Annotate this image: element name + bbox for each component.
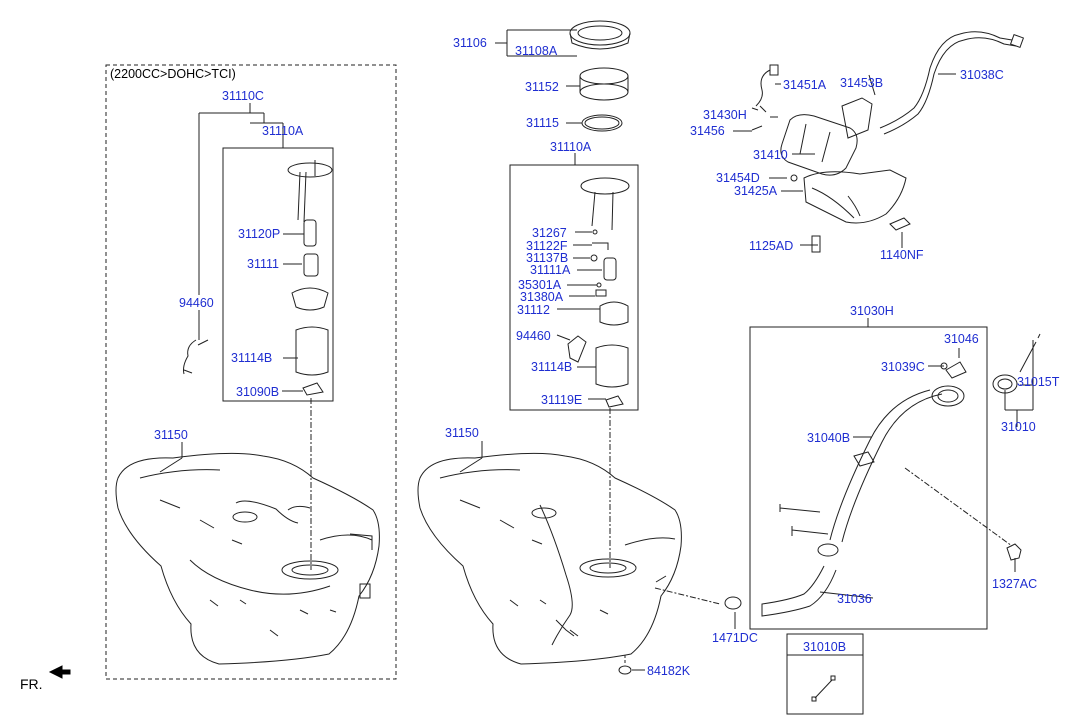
part-label-31456[interactable]: 31456	[690, 124, 725, 138]
part-label-31119E[interactable]: 31119E	[541, 393, 583, 407]
part-label-31039C[interactable]: 31039C	[881, 360, 925, 374]
part-label-1140NF[interactable]: 1140NF	[880, 248, 924, 262]
part-label-31106[interactable]: 31106	[453, 36, 487, 50]
part-label-31454D[interactable]: 31454D	[716, 171, 760, 185]
filler-leader-lines	[819, 318, 1034, 599]
part-label-31150-left[interactable]: 31150	[154, 428, 188, 442]
center-top-parts	[569, 20, 631, 132]
kit-wire	[811, 675, 836, 702]
part-label-31111[interactable]: 31111	[247, 257, 279, 271]
part-label-31267[interactable]: 31267	[532, 226, 567, 240]
part-label-31112[interactable]: 31112	[517, 303, 550, 317]
part-label-31152[interactable]: 31152	[525, 80, 559, 94]
part-label-31111A[interactable]: 31111A	[530, 263, 571, 277]
center-module-box	[509, 164, 639, 411]
center-pump-parts	[567, 177, 630, 408]
part-label-31120P[interactable]: 31120P	[238, 227, 281, 241]
part-label-31380A[interactable]: 31380A	[520, 290, 564, 304]
part-label-31150-center[interactable]: 31150	[445, 426, 479, 440]
part-label-31036[interactable]: 31036	[837, 592, 872, 606]
part-label-31430H[interactable]: 31430H	[703, 108, 747, 122]
canister-leader-lines	[733, 73, 956, 248]
kit-box	[786, 633, 864, 715]
left-module-box	[222, 147, 334, 402]
left-leader-lines	[159, 103, 312, 570]
variant-note: (2200CC>DOHC>TCI)	[110, 67, 236, 81]
center-leader-lines	[459, 29, 736, 671]
part-label-31410[interactable]: 31410	[753, 148, 788, 162]
part-label-31015T[interactable]: 31015T	[1017, 375, 1060, 389]
part-label-31451A[interactable]: 31451A	[783, 78, 827, 92]
part-label-31108A[interactable]: 31108A	[515, 44, 558, 58]
variant-frame	[105, 64, 397, 680]
part-label-94460-left[interactable]: 94460	[179, 296, 214, 310]
part-label-31046[interactable]: 31046	[944, 332, 979, 346]
left-fuel-tank	[115, 452, 380, 665]
filler-neck-parts	[761, 333, 1041, 617]
part-label-31090B[interactable]: 31090B	[236, 385, 280, 399]
part-label-84182K[interactable]: 84182K	[647, 664, 691, 678]
part-label-1327AC[interactable]: 1327AC	[992, 577, 1038, 591]
left-pump-parts	[183, 160, 333, 396]
part-label-1471DC[interactable]: 1471DC	[712, 631, 758, 645]
part-label-31110C[interactable]: 31110C	[222, 89, 264, 103]
part-label-31114B-left[interactable]: 31114B	[231, 351, 273, 365]
part-label-31038C[interactable]: 31038C	[960, 68, 1004, 82]
part-label-35301A[interactable]: 35301A	[518, 278, 562, 292]
part-label-31114B-center[interactable]: 31114B	[531, 360, 573, 374]
canister-parts	[751, 31, 1025, 253]
part-label-31040B[interactable]: 31040B	[807, 431, 851, 445]
part-label-94460-center[interactable]: 94460	[516, 329, 551, 343]
part-label-31030H[interactable]: 31030H	[850, 304, 894, 318]
filler-box	[749, 326, 988, 630]
part-label-31122F[interactable]: 31122F	[526, 239, 568, 253]
part-label-1125AD[interactable]: 1125AD	[749, 239, 794, 253]
part-label-31453B[interactable]: 31453B	[840, 76, 884, 90]
center-fuel-tank	[417, 452, 742, 675]
part-label-31010[interactable]: 31010	[1001, 420, 1036, 434]
front-arrow-icon	[48, 665, 71, 679]
part-label-31110A-left[interactable]: 31110A	[262, 124, 304, 138]
part-label-31010B[interactable]: 31010B	[803, 640, 847, 654]
part-label-31425A[interactable]: 31425A	[734, 184, 778, 198]
part-label-31110A-center[interactable]: 31110A	[550, 140, 592, 154]
part-label-31115[interactable]: 31115	[526, 116, 559, 130]
front-direction-label: FR.	[20, 676, 43, 692]
part-label-31137B[interactable]: 31137B	[526, 251, 569, 265]
